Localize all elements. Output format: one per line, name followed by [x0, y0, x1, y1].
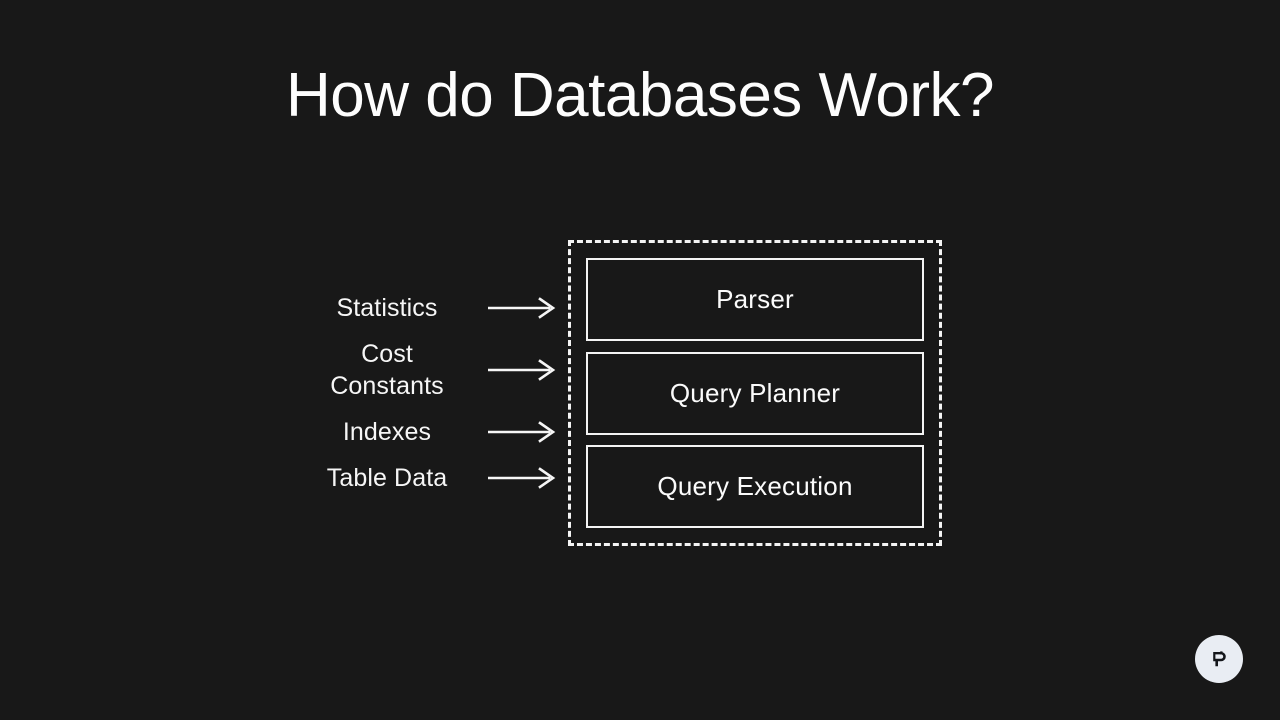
input-label: Statistics [300, 292, 474, 324]
arrow-right-icon [488, 297, 556, 319]
input-label-line1: Table Data [326, 464, 448, 492]
stage-label: Query Execution [657, 471, 853, 501]
input-label-line1: Indexes [342, 418, 432, 446]
arrow-right-icon [488, 467, 556, 489]
input-row-statistics: Statistics [300, 292, 560, 324]
input-row-table-data: Table Data [300, 462, 560, 494]
logo-badge[interactable] [1195, 635, 1243, 683]
input-label: Indexes [300, 416, 474, 448]
input-label-line1: Statistics [336, 294, 438, 322]
input-row-cost-constants: Cost Constants [300, 338, 560, 402]
stage-parser: Parser [586, 258, 924, 341]
inputs-column: Statistics Cost Constants Indexes [300, 292, 560, 494]
input-row-indexes: Indexes [300, 416, 560, 448]
input-label-line2: Constants [330, 372, 444, 400]
input-label: Cost Constants [300, 338, 474, 402]
stage-query-planner: Query Planner [586, 351, 924, 435]
stage-label: Query Planner [669, 377, 841, 408]
input-label-line1: Cost [361, 340, 413, 368]
stage-label: Parser [716, 284, 794, 314]
pitch-logo-icon [1213, 651, 1226, 667]
input-label: Table Data [300, 462, 474, 494]
stage-query-execution: Query Execution [586, 445, 924, 528]
page-title: How do Databases Work? [285, 61, 995, 130]
database-engine-container: Parser Query Planner Query Execution [568, 240, 942, 546]
arrow-right-icon [488, 359, 556, 381]
arrow-right-icon [488, 421, 556, 443]
